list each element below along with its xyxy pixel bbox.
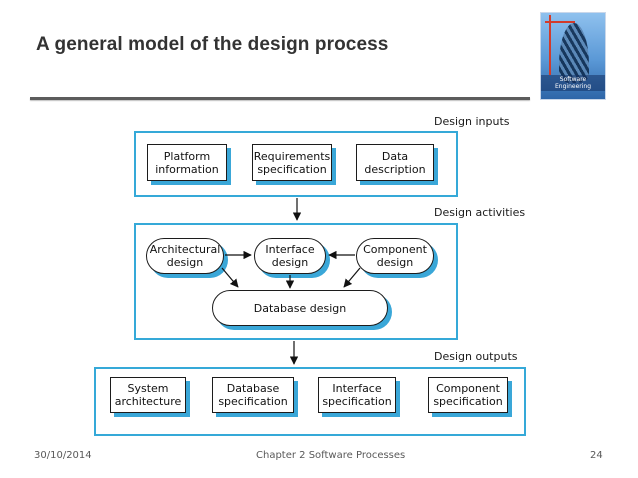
design-inputs-label: Design inputs [434,115,510,128]
input-box-requirements-specification: Requirements specification [252,144,332,181]
activity-architectural-design: Architectural design [146,238,224,274]
output-box-interface-specification: Interface specification [318,377,396,413]
design-activities-label: Design activities [434,206,526,219]
activity-interface-design: Interface design [254,238,326,274]
activity-component-design: Component design [356,238,434,274]
input-box-data-description: Data description [356,144,434,181]
title-divider [30,97,530,100]
building-graphic [559,23,589,83]
input-box-platform-information: Platform information [147,144,227,181]
book-cover-label: Software Engineering [541,75,605,91]
footer-date: 30/10/2014 [34,450,92,461]
crane-graphic [549,15,551,75]
output-box-database-specification: Database specification [212,377,294,413]
footer-chapter: Chapter 2 Software Processes [256,450,406,461]
output-box-component-specification: Component specification [428,377,508,413]
book-cover-image: Software Engineering [540,12,606,100]
activity-database-design: Database design [212,290,388,326]
design-outputs-label: Design outputs [434,350,518,363]
footer-page-number: 24 [590,450,603,461]
output-box-system-architecture: System architecture [110,377,186,413]
slide-title: A general model of the design process [36,34,389,55]
